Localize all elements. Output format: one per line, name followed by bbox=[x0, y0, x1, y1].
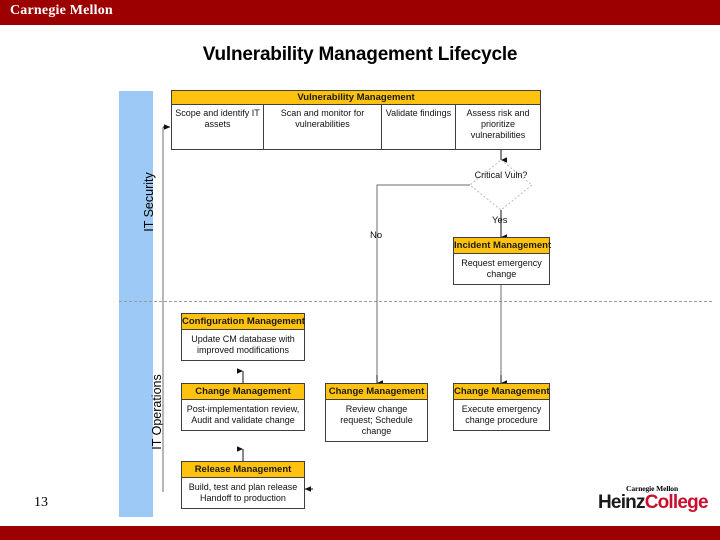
box-change-management-post-header: Change Management bbox=[182, 384, 304, 400]
box-change-management-post-body: Post-implementation review, Audit and va… bbox=[186, 404, 300, 425]
vulnerability-management-band: Vulnerability Management Scope and ident… bbox=[171, 90, 541, 150]
box-incident-management[interactable]: Incident Management Request emergency ch… bbox=[453, 237, 551, 285]
page-number: 13 bbox=[34, 495, 48, 510]
box-change-management-review[interactable]: Change Management Review change request;… bbox=[325, 383, 428, 442]
vulnerability-management-steps: Scope and identify IT assets Scan and mo… bbox=[172, 105, 540, 150]
vm-step-validate[interactable]: Validate findings bbox=[382, 105, 456, 150]
heinz-college-logo: Carnegie Mellon HeinzCollege bbox=[598, 484, 709, 513]
vm-step-scope[interactable]: Scope and identify IT assets bbox=[172, 105, 264, 150]
vm-step-assess-text: Assess risk and prioritize vulnerabiliti… bbox=[466, 108, 530, 140]
vm-step-assess[interactable]: Assess risk and prioritize vulnerabiliti… bbox=[456, 105, 540, 150]
box-configuration-management[interactable]: Configuration Management Update CM datab… bbox=[181, 313, 305, 361]
bottom-banner bbox=[0, 526, 720, 540]
vm-step-scan-text: Scan and monitor for vulnerabilities bbox=[280, 108, 365, 129]
swimlane-label-it-security-text: IT Security bbox=[141, 172, 156, 232]
heinz-logo-carnegie-mellon: Carnegie Mellon bbox=[626, 484, 679, 493]
page-title: Vulnerability Management Lifecycle bbox=[202, 44, 518, 65]
box-release-management[interactable]: Release Management Build, test and plan … bbox=[181, 461, 305, 509]
swimlane-column bbox=[119, 91, 153, 517]
carnegie-mellon-wordmark: Carnegie Mellon bbox=[10, 3, 113, 18]
vulnerability-management-header: Vulnerability Management bbox=[172, 91, 540, 105]
box-incident-management-body: Request emergency change bbox=[461, 258, 542, 279]
box-configuration-management-body: Update CM database with improved modific… bbox=[191, 334, 295, 355]
heinz-logo-wordmark: HeinzCollege bbox=[598, 492, 709, 513]
decision-no-label: No bbox=[370, 230, 383, 241]
vm-step-scope-text: Scope and identify IT assets bbox=[175, 108, 260, 129]
box-change-management-emergency[interactable]: Change Management Execute emergency chan… bbox=[453, 383, 550, 431]
top-banner: Carnegie Mellon bbox=[0, 0, 720, 25]
heinz-logo-college: College bbox=[644, 492, 709, 513]
box-change-management-review-body: Review change request; Schedule change bbox=[340, 404, 413, 436]
box-configuration-management-header: Configuration Management bbox=[182, 314, 305, 330]
box-change-management-emergency-header: Change Management bbox=[454, 384, 550, 400]
vm-step-validate-text: Validate findings bbox=[385, 108, 452, 118]
decision-yes-label: Yes bbox=[492, 215, 508, 226]
swimlane-label-it-operations-text: IT Operations bbox=[149, 374, 164, 450]
vm-step-scan[interactable]: Scan and monitor for vulnerabilities bbox=[264, 105, 382, 150]
swimlane-label-it-operations: IT Operations bbox=[119, 374, 164, 450]
box-change-management-emergency-body: Execute emergency change procedure bbox=[461, 404, 542, 425]
box-change-management-post[interactable]: Change Management Post-implementation re… bbox=[181, 383, 305, 431]
swimlane-label-it-security: IT Security bbox=[119, 172, 156, 232]
box-incident-management-header: Incident Management bbox=[454, 238, 551, 254]
decision-critical-vuln[interactable]: Critical Vuln? bbox=[470, 160, 532, 210]
box-change-management-review-header: Change Management bbox=[326, 384, 427, 400]
decision-critical-vuln-label: Critical Vuln? bbox=[474, 170, 528, 180]
box-release-management-body: Build, test and plan release Handoff to … bbox=[188, 482, 298, 503]
heinz-logo-heinz: Heinz bbox=[598, 492, 645, 513]
box-release-management-header: Release Management bbox=[182, 462, 304, 478]
